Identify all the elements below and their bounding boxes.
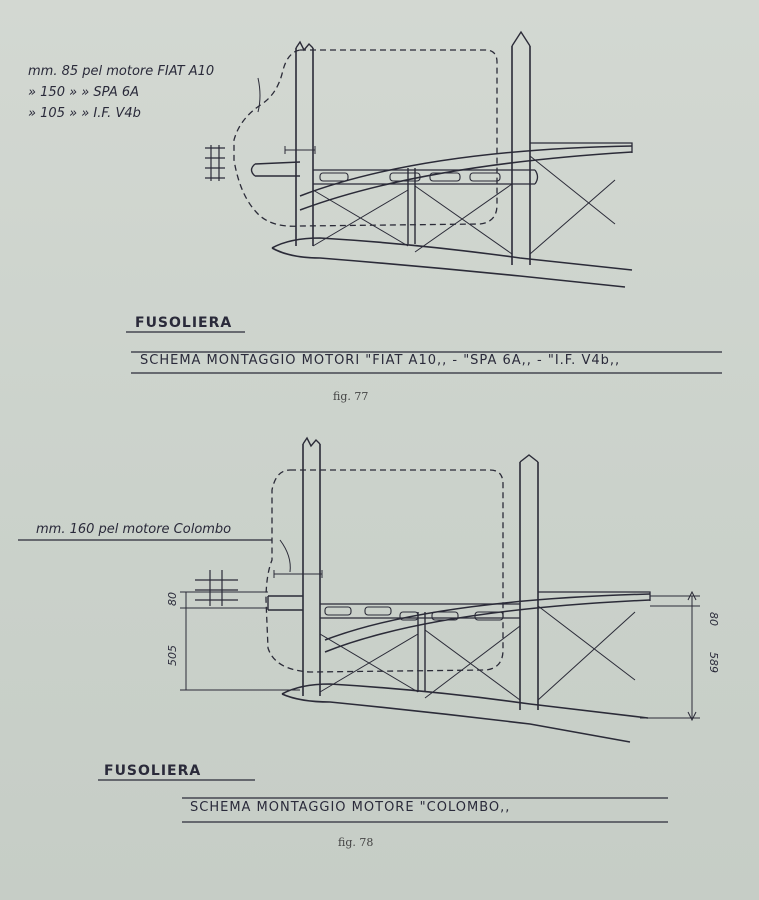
fig78-dim-right: 589 [707, 652, 720, 673]
fig78-subtitle: SCHEMA MONTAGGIO MOTORE "COLOMBO,, [190, 800, 510, 815]
fig78-dim-top-left: 80 [166, 592, 179, 606]
figure-77-drawing [205, 30, 633, 288]
fig77-caption: fig. 77 [333, 390, 368, 403]
fig78-dim-left: 505 [166, 645, 179, 666]
fig77-title: FUSOLIERA [135, 315, 232, 331]
fig77-subtitle: SCHEMA MONTAGGIO MOTORI "FIAT A10,, - "S… [140, 353, 620, 368]
fig77-note-spa: » 150 » » SPA 6A [28, 85, 139, 100]
fig77-note-fiat: mm. 85 pel motore FIAT A10 [28, 64, 214, 79]
fig78-caption: fig. 78 [338, 836, 373, 849]
fig78-dim-right-top: 80 [707, 612, 720, 626]
fig78-note-colombo: mm. 160 pel motore Colombo [36, 522, 231, 537]
fig78-title: FUSOLIERA [104, 763, 201, 779]
figure-78-drawing [180, 436, 700, 743]
fig77-note-if: » 105 » » I.F. V4b [28, 106, 141, 121]
